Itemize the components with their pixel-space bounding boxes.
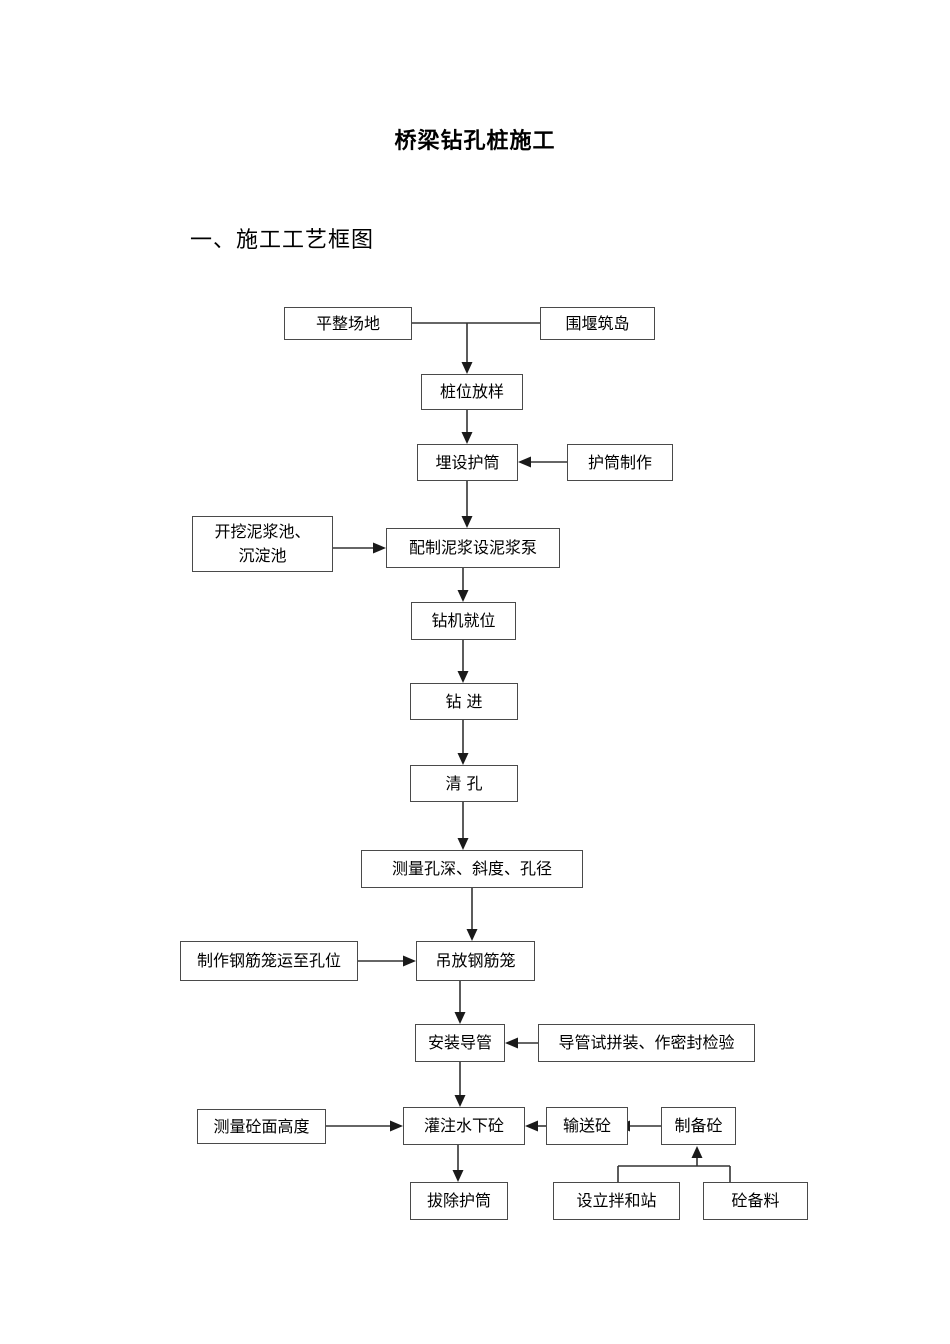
node-install-tremie[interactable]: 安装导管: [415, 1024, 505, 1062]
node-measure-concrete-level[interactable]: 测量砼面高度: [197, 1109, 326, 1144]
node-setup-mixing-station[interactable]: 设立拌和站: [553, 1182, 680, 1220]
node-fabricate-casing[interactable]: 护筒制作: [567, 444, 673, 481]
node-pour-underwater-concrete[interactable]: 灌注水下砼: [403, 1107, 525, 1145]
node-remove-casing[interactable]: 拔除护筒: [410, 1182, 508, 1220]
node-level-ground[interactable]: 平整场地: [284, 307, 412, 340]
node-rig-positioning[interactable]: 钻机就位: [411, 602, 516, 640]
node-prepare-slurry-pump[interactable]: 配制泥浆设泥浆泵: [386, 528, 560, 568]
node-pile-setout[interactable]: 桩位放样: [421, 374, 523, 410]
node-cofferdam-island[interactable]: 围堰筑岛: [540, 307, 655, 340]
node-produce-concrete[interactable]: 制备砼: [661, 1107, 736, 1145]
node-tremie-trial-seal-test[interactable]: 导管试拼装、作密封检验: [538, 1024, 755, 1062]
node-concrete-materials[interactable]: 砼备料: [703, 1182, 808, 1220]
node-embed-casing[interactable]: 埋设护筒: [417, 444, 518, 481]
node-fabricate-rebar-cage[interactable]: 制作钢筋笼运至孔位: [180, 941, 358, 981]
node-hole-cleaning[interactable]: 清 孔: [410, 765, 518, 802]
node-drilling[interactable]: 钻 进: [410, 683, 518, 720]
page-title: 桥梁钻孔桩施工: [394, 129, 556, 154]
node-excavate-slurry-pits[interactable]: 开挖泥浆池、 沉淀池: [192, 516, 333, 572]
node-transport-concrete[interactable]: 输送砼: [546, 1107, 628, 1145]
node-measure-hole[interactable]: 测量孔深、斜度、孔径: [361, 850, 583, 888]
section-heading: 一、施工工艺框图: [190, 228, 375, 253]
node-lower-rebar-cage[interactable]: 吊放钢筋笼: [416, 941, 535, 981]
